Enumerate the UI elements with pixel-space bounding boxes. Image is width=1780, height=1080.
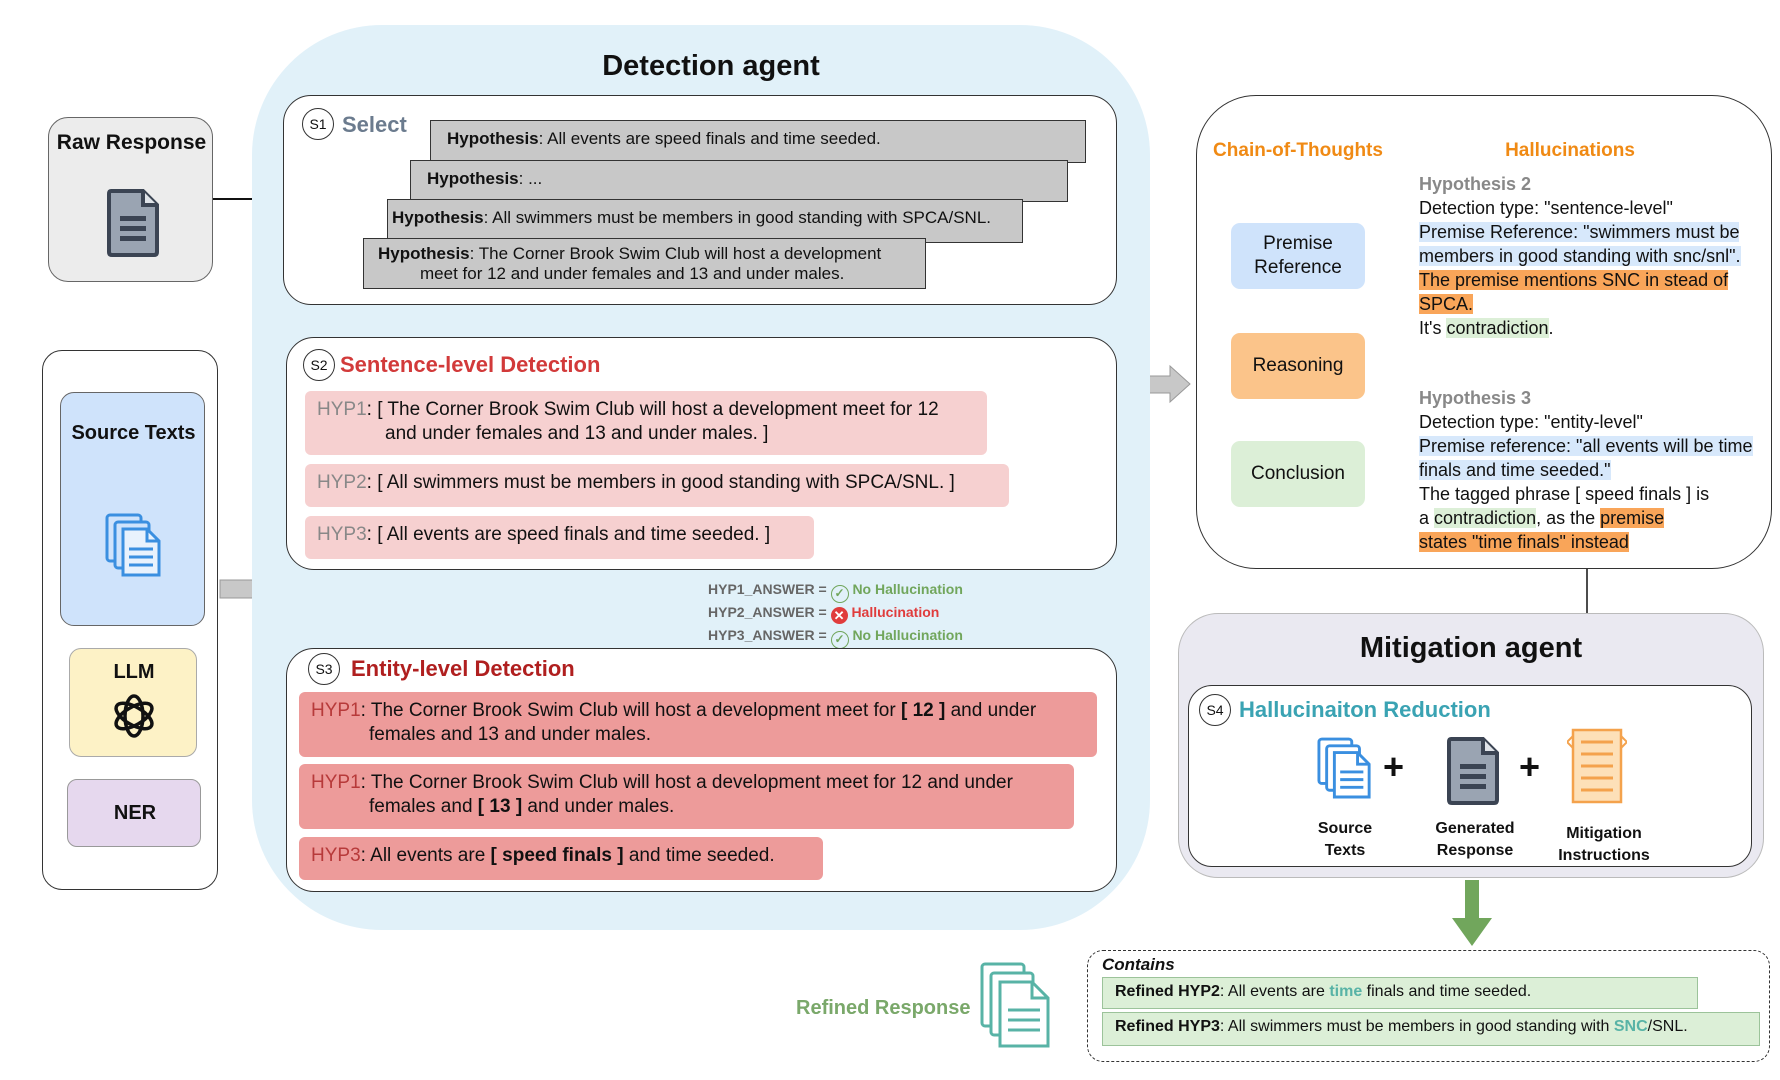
mitigation-agent-title: Mitigation agent bbox=[1359, 632, 1583, 664]
conclusion-box: Conclusion bbox=[1231, 441, 1365, 507]
check-icon: ✓ bbox=[830, 585, 849, 603]
s1-badge: S1 bbox=[302, 108, 334, 140]
mitigation-instructions-label: Mitigation Instructions bbox=[1558, 825, 1650, 864]
premise-reference-box: Premise Reference bbox=[1231, 223, 1365, 289]
sentence-hyp-row: HYP1: [ The Corner Brook Swim Club will … bbox=[305, 391, 987, 455]
refined-response-label: Refined Response bbox=[796, 997, 971, 1019]
cross-icon: ✕ bbox=[830, 607, 848, 624]
ner-label: NER bbox=[113, 802, 157, 824]
mitigation-instructions-icon bbox=[1567, 728, 1627, 804]
entity-hyp-row: HYP1: The Corner Brook Swim Club will ho… bbox=[299, 692, 1097, 757]
refined-hyp-row: Refined HYP3: All swimmers must be membe… bbox=[1102, 1012, 1760, 1046]
sentence-hyp-row: HYP3: [ All events are speed finals and … bbox=[305, 516, 814, 559]
source-documents-icon bbox=[1317, 737, 1371, 799]
raw-response-label: Raw Response bbox=[56, 131, 207, 154]
contains-label: Contains bbox=[1102, 955, 1175, 974]
reasoning-box: Reasoning bbox=[1231, 333, 1365, 399]
hypothesis-answers: HYP1_ANSWER = ✓ No Hallucination HYP2_AN… bbox=[708, 581, 1028, 650]
entity-level-panel: S3 Entity-level Detection HYP1: The Corn… bbox=[286, 648, 1117, 892]
hypothesis-2-analysis: Hypothesis 2 Detection type: "sentence-l… bbox=[1419, 174, 1741, 338]
s4-badge: S4 bbox=[1199, 694, 1231, 726]
hypothesis-card: Hypothesis: All swimmers must be members… bbox=[387, 199, 1023, 243]
detection-agent-title: Detection agent bbox=[602, 50, 820, 82]
sentence-level-title: Sentence-level Detection bbox=[340, 352, 601, 377]
hypothesis-card: Hypothesis: All events are speed finals … bbox=[430, 120, 1086, 163]
sentence-hyp-row: HYP2: [ All swimmers must be members in … bbox=[305, 464, 1009, 507]
ner-box: NER bbox=[67, 779, 201, 847]
mitigation-source-texts-label: Source Texts bbox=[1317, 820, 1373, 859]
llm-logo-icon bbox=[114, 694, 154, 738]
mitigation-to-output-arrow bbox=[1452, 880, 1492, 946]
plus-icon: + bbox=[1519, 746, 1541, 787]
sentence-level-panel: S2 Sentence-level Detection HYP1: [ The … bbox=[286, 337, 1117, 570]
llm-label: LLM bbox=[113, 661, 155, 683]
cot-heading: Chain-of-Thoughts bbox=[1213, 140, 1383, 161]
refined-hyp-row: Refined HYP2: All events are time finals… bbox=[1102, 977, 1698, 1009]
document-icon bbox=[107, 189, 159, 257]
source-documents-icon bbox=[105, 513, 161, 577]
refined-documents-icon bbox=[980, 962, 1050, 1048]
hypothesis-card: Hypothesis: ... bbox=[410, 160, 1068, 202]
hallucination-reduction-title: Hallucinaiton Reduction bbox=[1239, 697, 1491, 722]
hypothesis-3-analysis: Hypothesis 3 Detection type: "entity-lev… bbox=[1419, 388, 1753, 552]
check-icon: ✓ bbox=[830, 631, 849, 649]
hallucination-reduction-panel: S4 Hallucinaiton Reduction + + Source Te… bbox=[1188, 685, 1752, 867]
entity-hyp-row: HYP1: The Corner Brook Swim Club will ho… bbox=[299, 764, 1074, 829]
answer-line: HYP1_ANSWER = ✓ No Hallucination bbox=[708, 581, 1028, 604]
plus-icon: + bbox=[1383, 746, 1405, 787]
source-texts-box: Source Texts bbox=[60, 392, 205, 626]
s2-badge: S2 bbox=[303, 349, 335, 381]
hallucinations-heading: Hallucinations bbox=[1505, 140, 1635, 161]
source-texts-label: Source Texts bbox=[71, 422, 196, 444]
answer-line: HYP2_ANSWER = ✕ Hallucination bbox=[708, 604, 940, 624]
contains-box: Contains Refined HYP2: All events are ti… bbox=[1087, 950, 1770, 1062]
entity-level-title: Entity-level Detection bbox=[351, 656, 575, 681]
select-title: Select bbox=[342, 112, 407, 137]
select-panel: S1 Select Hypothesis: All events are spe… bbox=[283, 95, 1117, 305]
entity-hyp-row: HYP3: All events are [ speed finals ] an… bbox=[299, 837, 823, 880]
llm-box: LLM bbox=[69, 648, 197, 757]
raw-response-box: Raw Response bbox=[48, 117, 213, 282]
hypothesis-card: Hypothesis: The Corner Brook Swim Club w… bbox=[363, 238, 926, 289]
generated-response-icon bbox=[1447, 737, 1499, 805]
generated-response-label: Generated Response bbox=[1435, 820, 1515, 859]
answer-line: HYP3_ANSWER = ✓ No Hallucination bbox=[708, 627, 1028, 650]
s3-badge: S3 bbox=[308, 653, 340, 685]
